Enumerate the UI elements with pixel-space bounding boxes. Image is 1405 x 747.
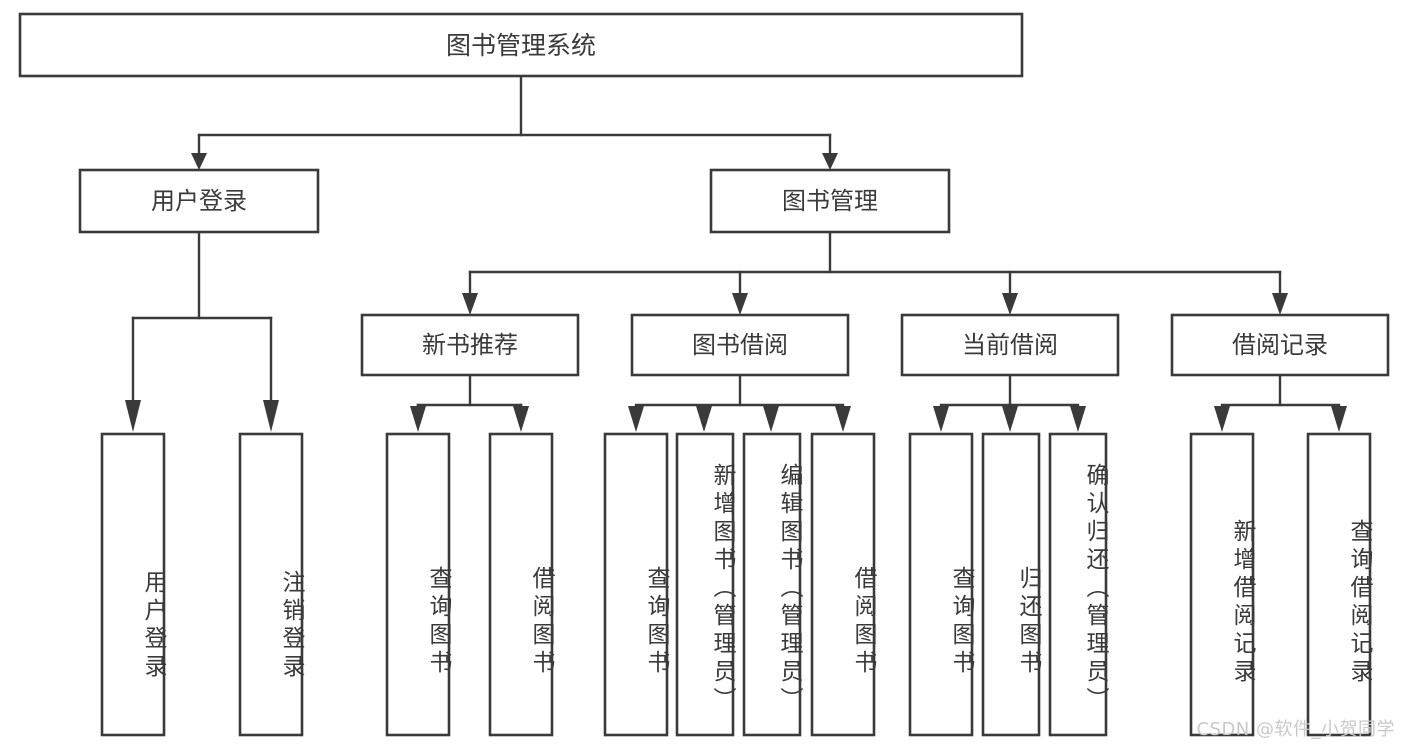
leaf-user-logout-box[interactable] bbox=[238, 432, 304, 737]
connector-layer bbox=[125, 74, 1347, 432]
node-book-management-label: 图书管理 bbox=[782, 187, 878, 215]
node-book-borrow[interactable]: 图书借阅 bbox=[630, 313, 850, 377]
leaf-borrow-book-2-box[interactable] bbox=[810, 432, 876, 737]
leaf-add-book-box[interactable] bbox=[675, 432, 735, 737]
arrow-to-leaf-return-book bbox=[1002, 406, 1018, 432]
arrow-to-leaf-add-record bbox=[1214, 406, 1230, 432]
node-user-login-label: 用户登录 bbox=[151, 187, 247, 215]
node-root-label: 图书管理系统 bbox=[446, 31, 596, 60]
node-borrow-record-box[interactable] bbox=[1170, 313, 1390, 377]
leaf-edit-book-box[interactable] bbox=[742, 432, 802, 737]
node-current-borrow[interactable]: 当前借阅 bbox=[900, 313, 1120, 377]
node-user-login[interactable]: 用户登录 bbox=[78, 168, 320, 234]
node-borrow-record[interactable]: 借阅记录 bbox=[1170, 313, 1390, 377]
node-user-login-box[interactable] bbox=[78, 168, 320, 234]
arrow-to-book-borrow bbox=[732, 293, 748, 315]
arrow-to-book-management bbox=[822, 153, 838, 170]
arrow-to-leaf-user-login bbox=[125, 400, 141, 432]
arrow-to-new-book-recommend bbox=[462, 293, 478, 315]
node-new-book-recommend[interactable]: 新书推荐 bbox=[360, 313, 580, 377]
arrow-to-leaf-edit-book bbox=[763, 406, 779, 432]
node-new-book-recommend-box[interactable] bbox=[360, 313, 580, 377]
arrow-to-leaf-confirm-return bbox=[1070, 406, 1086, 432]
csdn-watermark: CSDN @软件_小贺同学 bbox=[1196, 719, 1395, 740]
leaf-query-book-1-box[interactable] bbox=[385, 432, 451, 737]
node-book-management-box[interactable] bbox=[709, 168, 951, 234]
leaf-return-book-box[interactable] bbox=[981, 432, 1041, 737]
arrow-to-user-login bbox=[191, 153, 207, 170]
leaf-query-book-2-box[interactable] bbox=[603, 432, 669, 737]
leaf-query-record-box[interactable] bbox=[1306, 432, 1372, 737]
arrow-to-leaf-query-record bbox=[1331, 406, 1347, 432]
node-borrow-record-label: 借阅记录 bbox=[1232, 331, 1328, 359]
arrow-to-leaf-borrow-book-1 bbox=[513, 406, 529, 432]
arrow-to-leaf-query-book-3 bbox=[933, 406, 949, 432]
arrow-to-leaf-query-book-1 bbox=[410, 406, 426, 432]
node-new-book-recommend-label: 新书推荐 bbox=[422, 331, 518, 359]
node-current-borrow-box[interactable] bbox=[900, 313, 1120, 377]
arrow-to-borrow-record bbox=[1272, 293, 1288, 315]
node-book-borrow-box[interactable] bbox=[630, 313, 850, 377]
arrow-to-leaf-borrow-book-2 bbox=[835, 406, 851, 432]
node-book-management[interactable]: 图书管理 bbox=[709, 168, 951, 234]
leaf-query-book-3-box[interactable] bbox=[908, 432, 974, 737]
arrow-to-leaf-add-book bbox=[696, 406, 712, 432]
leaf-confirm-return-box[interactable] bbox=[1048, 432, 1108, 737]
arrow-to-leaf-user-logout bbox=[263, 400, 279, 432]
node-root[interactable]: 图书管理系统 bbox=[18, 12, 1024, 78]
arrow-to-leaf-query-book-2 bbox=[628, 406, 644, 432]
node-book-borrow-label: 图书借阅 bbox=[692, 331, 788, 359]
leaf-box-layer bbox=[100, 432, 1372, 737]
leaf-borrow-book-1-box[interactable] bbox=[488, 432, 554, 737]
node-current-borrow-label: 当前借阅 bbox=[962, 331, 1058, 359]
leaf-user-login-box[interactable] bbox=[100, 432, 166, 737]
leaf-add-record-box[interactable] bbox=[1189, 432, 1255, 737]
node-root-box[interactable] bbox=[18, 12, 1024, 78]
arrow-to-current-borrow bbox=[1002, 293, 1018, 315]
